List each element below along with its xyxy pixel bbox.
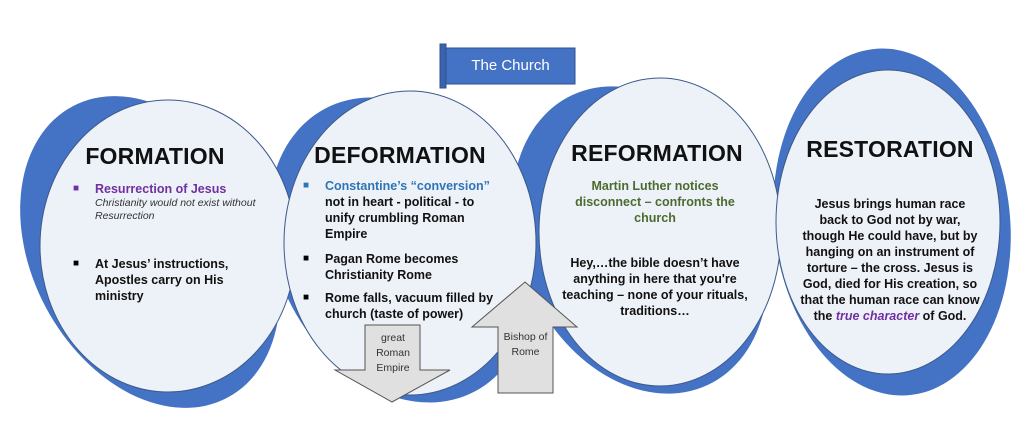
- formation-title: FORMATION: [85, 143, 225, 169]
- bullet-icon: ■: [303, 180, 310, 191]
- restoration-circle: [775, 69, 1001, 375]
- deformation-title: DEFORMATION: [314, 142, 486, 168]
- bullet-icon: ■: [303, 253, 310, 264]
- deformation-item-heading: Constantine’s “conversion”: [325, 179, 490, 193]
- down-arrow-label: great Roman Empire: [376, 332, 410, 374]
- deformation-item-text: not in heart - political - to unify crum…: [325, 195, 475, 241]
- reformation-title: REFORMATION: [571, 140, 743, 166]
- deformation-circle: [283, 90, 537, 396]
- formation-item-note: Christianity would not exist without Res…: [95, 197, 256, 222]
- up-arrow-label: Bishop of Rome: [503, 331, 548, 358]
- restoration-text-main: Jesus brings human race back to God not …: [800, 197, 980, 323]
- formation-item-heading: Resurrection of Jesus: [95, 182, 227, 196]
- banner-label: The Church: [471, 57, 550, 74]
- restoration-text-end: of God.: [922, 309, 967, 323]
- formation-item-text: At Jesus’ instructions, Apostles carry o…: [95, 257, 229, 303]
- bullet-icon: ■: [73, 258, 80, 269]
- restoration-emphasis: true character: [835, 309, 920, 323]
- restoration-title: RESTORATION: [806, 136, 974, 162]
- reformation-circle: [538, 77, 782, 387]
- down-arrow: [333, 324, 451, 403]
- up-arrow: [470, 281, 579, 394]
- bullet-icon: ■: [303, 292, 310, 303]
- reformation-subtitle: Martin Luther notices disconnect – confr…: [575, 179, 735, 225]
- bullet-icon: ■: [73, 183, 80, 194]
- deformation-item-text: Rome falls, vacuum filled by church (tas…: [325, 291, 494, 321]
- restoration-text: Jesus brings human race back to God not …: [800, 196, 980, 324]
- deformation-item-text: Pagan Rome becomes Christianity Rome: [325, 252, 459, 282]
- reformation-text: Hey,…the bible doesn’t have anything in …: [562, 256, 748, 318]
